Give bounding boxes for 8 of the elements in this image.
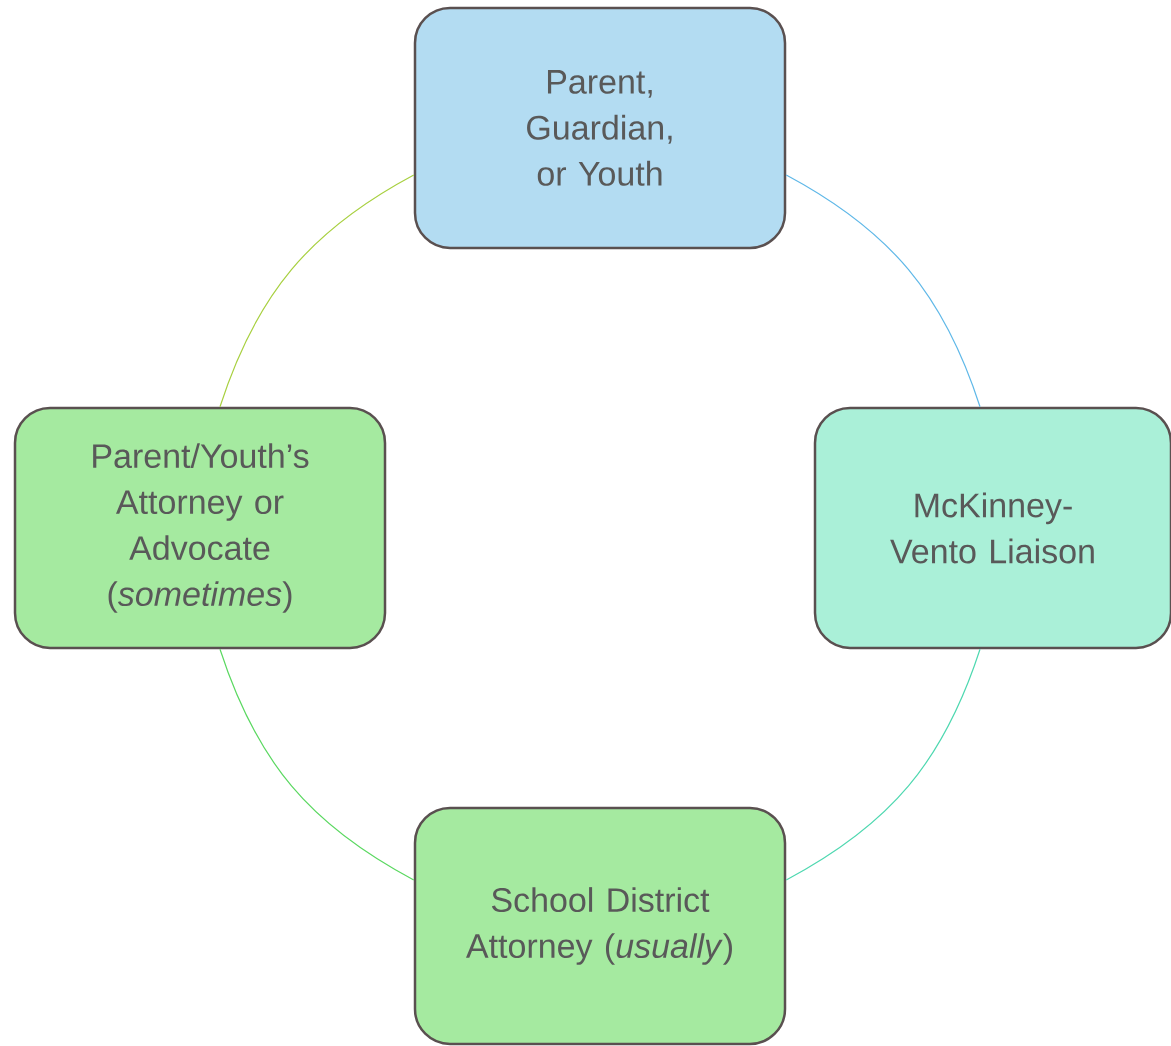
process-box: School District Attorney (usually) (413, 806, 787, 1046)
process-box: Parent, Guardian, or Youth (413, 6, 787, 250)
process-box: McKinney-Vento Liaison (813, 406, 1171, 650)
connector-arc (219, 174, 415, 408)
process-box: Parent/Youth’s Attorney or Advocate (sometimes) (13, 406, 387, 650)
connector-arc (785, 174, 981, 408)
connector-arc (785, 648, 981, 881)
connector-arc (219, 648, 415, 881)
